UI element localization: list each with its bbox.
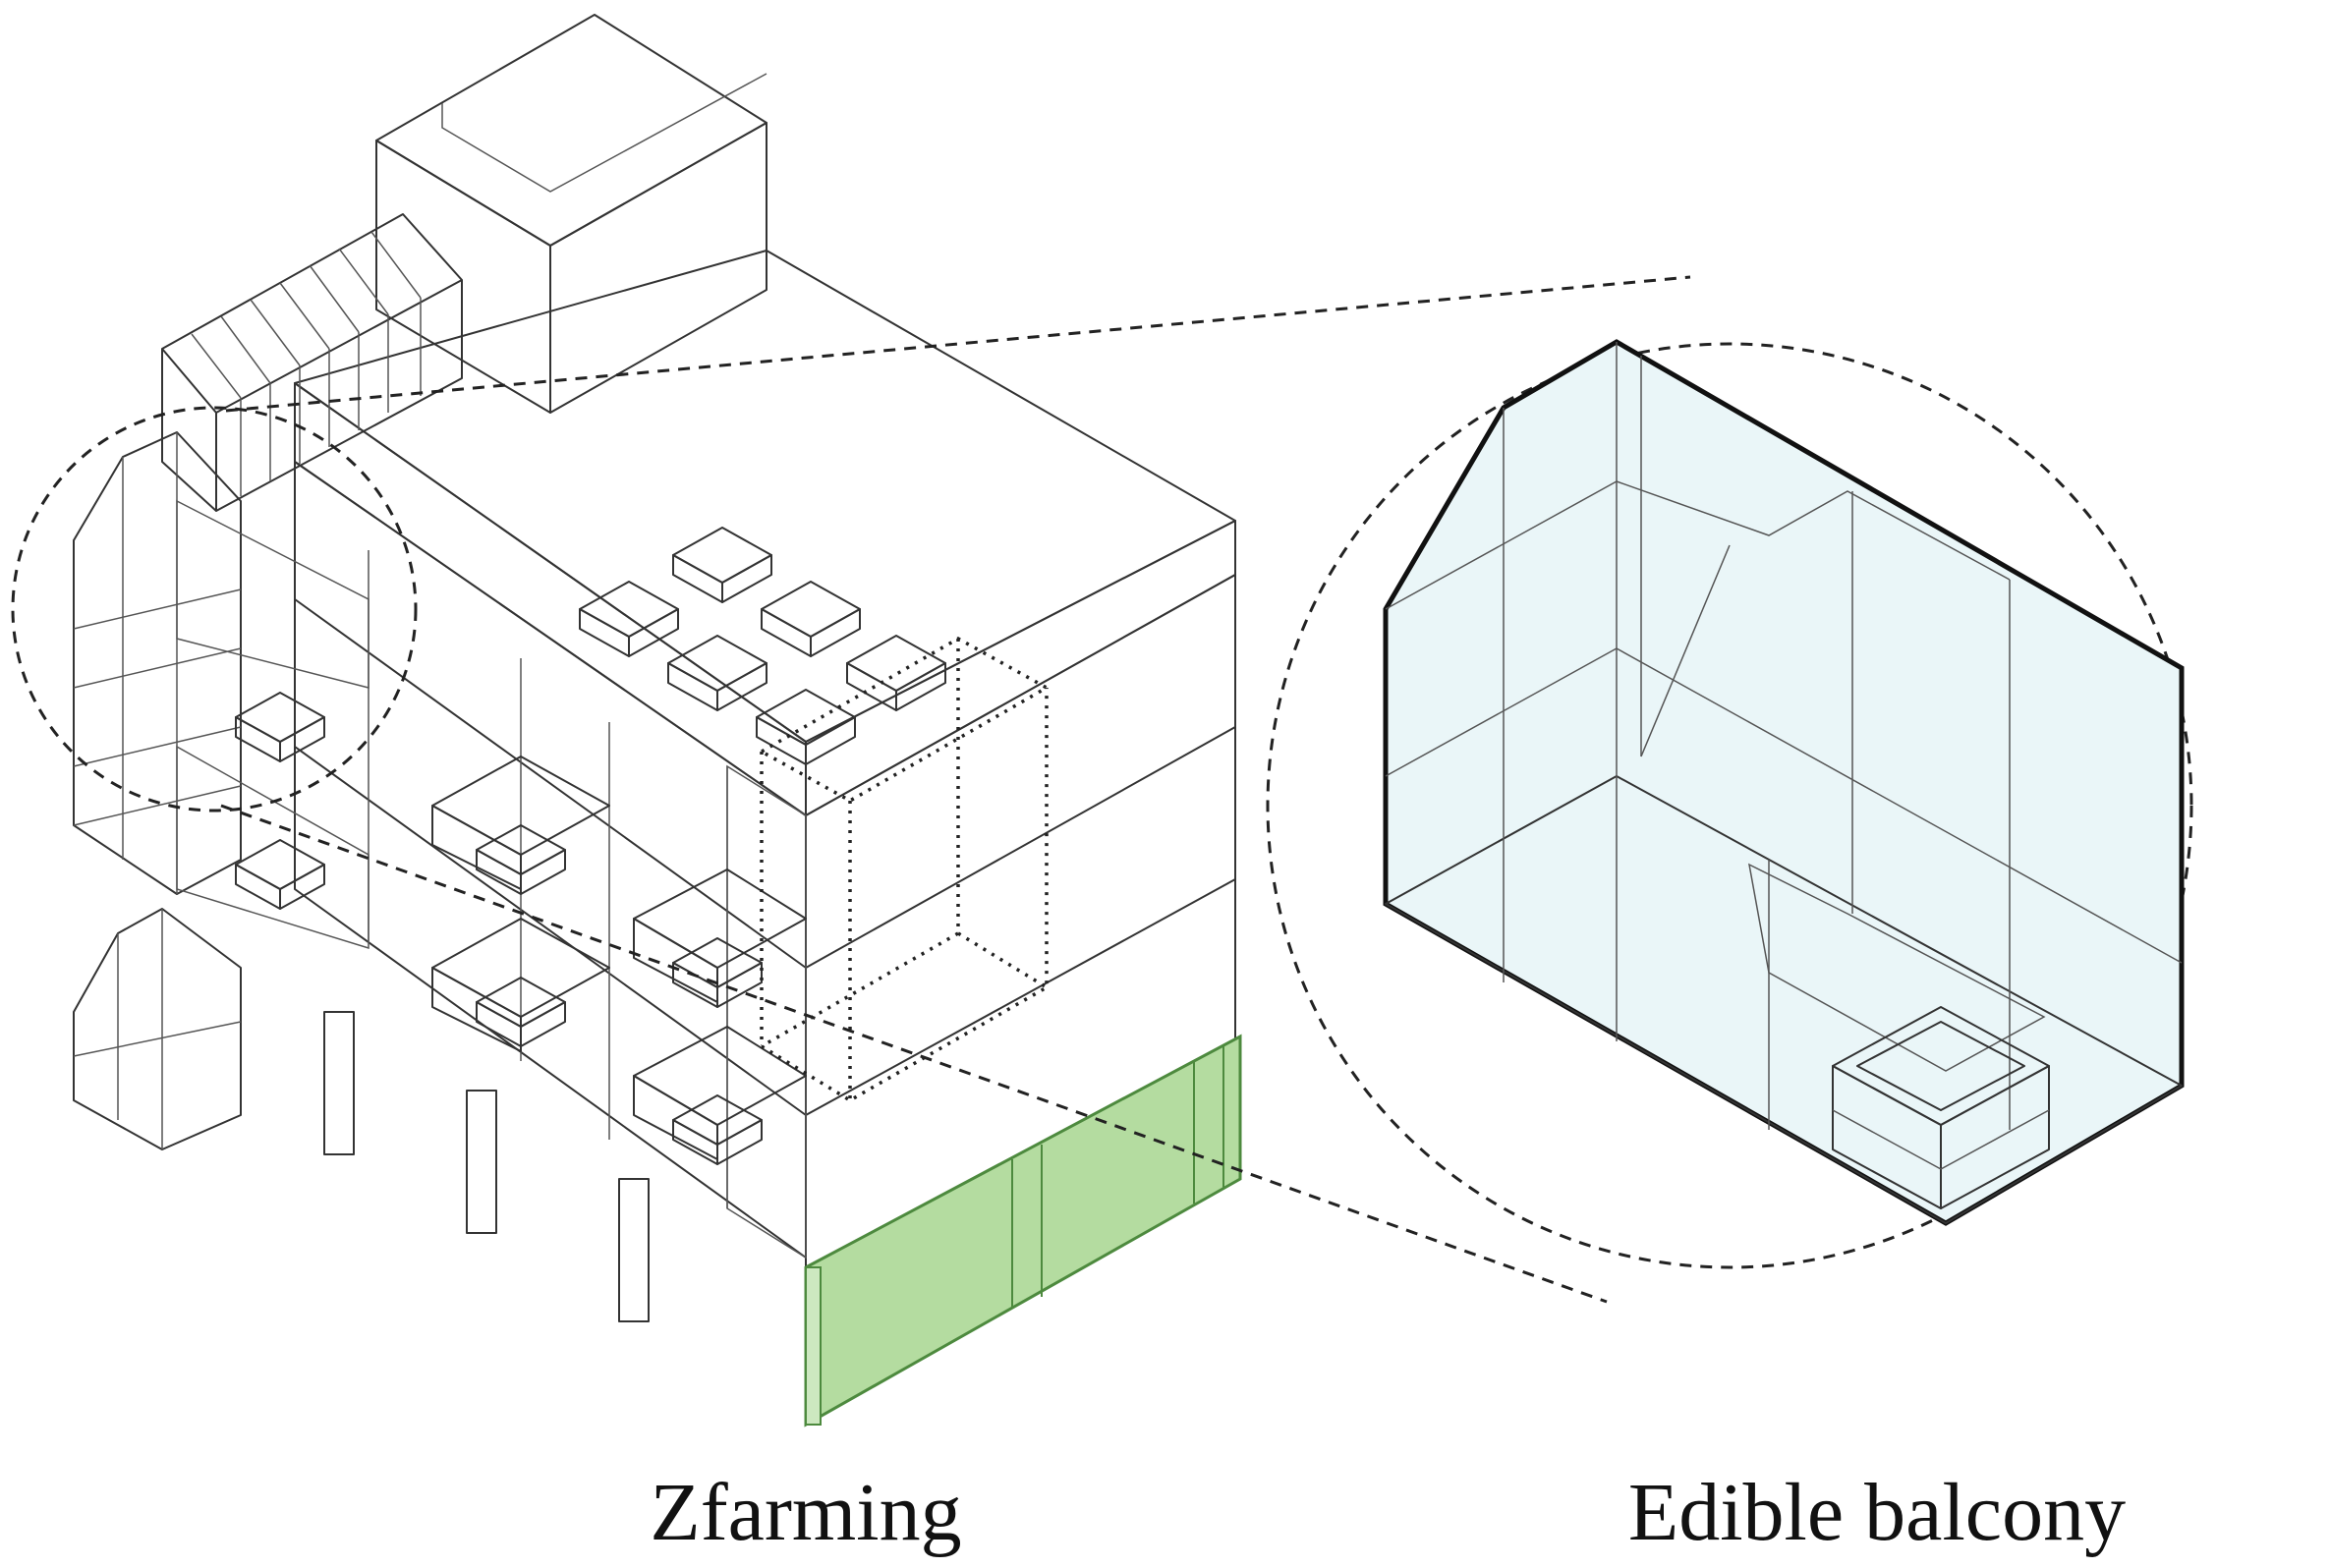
caption-edible-balcony: Edible balcony [1627,1467,2127,1558]
left-facade-balconies [73,431,369,1150]
planter [761,581,861,657]
rooftop-greenhouse [161,213,463,512]
planter [235,839,325,910]
dotted-volume [758,636,1051,1103]
pilotis [323,1011,650,1322]
edible-balcony-zoom [1266,339,2193,1269]
roof-slab [294,250,1236,816]
planter [235,692,325,762]
green-ground-floor [804,1034,1242,1428]
inset-balconies [431,756,807,1160]
balcony-detail [1383,339,2185,1226]
zoomed-planter [1832,1006,2050,1209]
planter [579,581,679,657]
planter [672,527,772,603]
planter [667,635,767,711]
caption-zfarming: Zfarming [650,1467,962,1558]
planter [476,824,566,895]
rooftop-box [375,14,767,414]
planter [672,1094,763,1165]
planters [235,527,946,1165]
planter [672,937,763,1008]
zfarming-building [11,14,1242,1428]
planter [846,635,946,711]
planter [476,977,566,1047]
highlight-circle [11,406,418,812]
connector-lines [220,275,1691,1304]
